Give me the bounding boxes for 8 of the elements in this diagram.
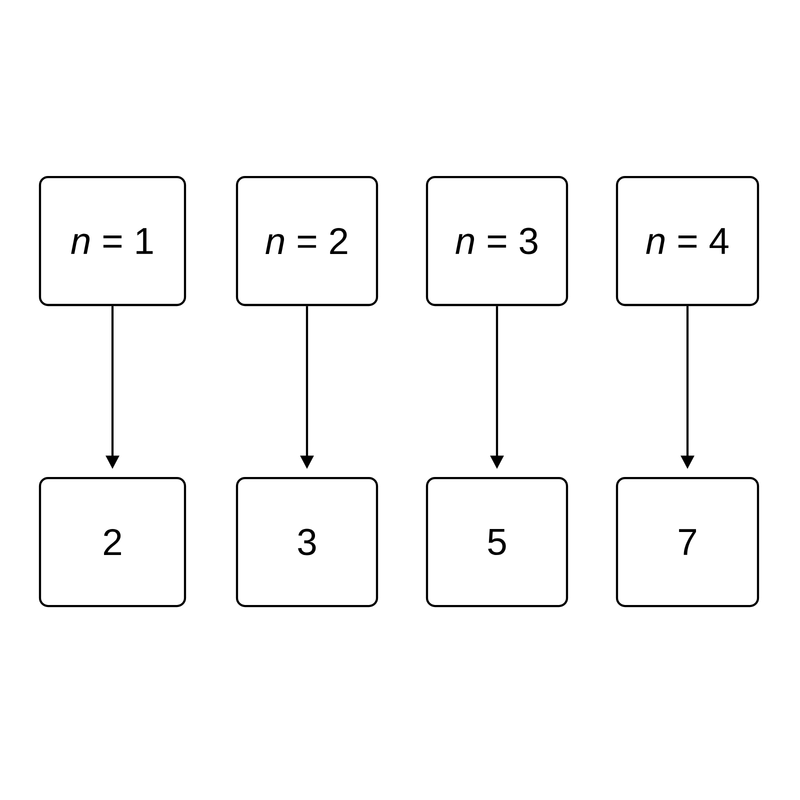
- number-box: 5: [426, 476, 568, 608]
- number-box: n = 1: [38, 176, 186, 306]
- number-box: n = 3: [426, 176, 568, 306]
- number-box: n = 4: [616, 176, 760, 306]
- number-box: 7: [616, 476, 760, 608]
- number-box: n = 2: [236, 176, 378, 306]
- number-box: 3: [236, 476, 378, 608]
- number-box: 2: [38, 476, 186, 608]
